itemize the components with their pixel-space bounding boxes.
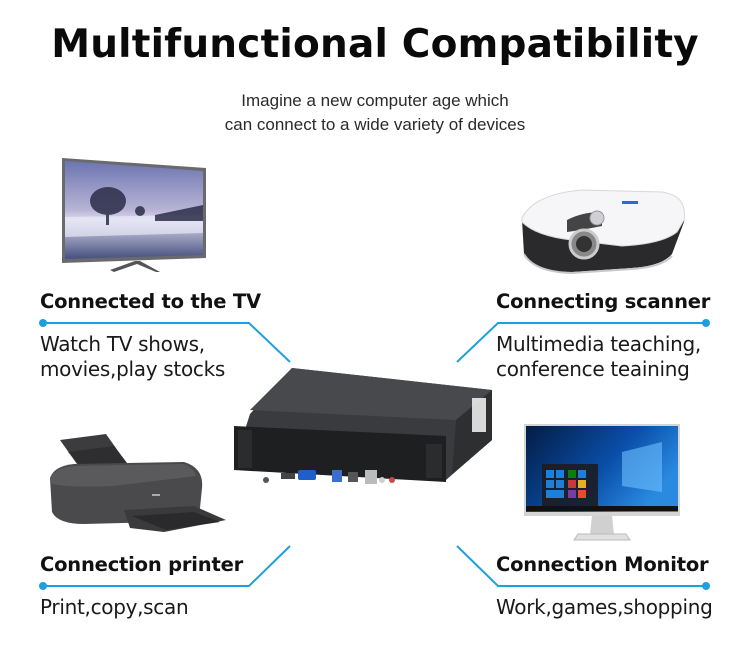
- printer-connector-dot: [39, 582, 47, 590]
- tv-feature-heading: Connected to the TV: [40, 290, 261, 313]
- monitor-description-line-1: Work,games,shopping: [496, 595, 713, 619]
- mini-pc-icon: [234, 368, 492, 484]
- tv-feature-description: Watch TV shows, movies,play stocks: [40, 332, 225, 382]
- scanner-feature-description: Multimedia teaching, conference teaining: [496, 332, 701, 382]
- scanner-description-line-1: Multimedia teaching,: [496, 332, 701, 356]
- scanner-feature-heading: Connecting scanner: [496, 290, 711, 313]
- subtitle-line-2: can connect to a wide variety of devices: [224, 115, 526, 134]
- printer-description-line-1: Print,copy,scan: [40, 595, 189, 619]
- scanner-description-line-2: conference teaining: [496, 357, 690, 381]
- tv-description-line-2: movies,play stocks: [40, 357, 225, 381]
- monitor-feature-description: Work,games,shopping: [496, 595, 713, 620]
- tv-connector-dot: [39, 319, 47, 327]
- monitor-feature-heading: Connection Monitor: [496, 553, 709, 576]
- printer-feature-description: Print,copy,scan: [40, 595, 189, 620]
- scanner-connector-dot: [702, 319, 710, 327]
- subtitle-line-1: Imagine a new computer age which: [241, 91, 509, 110]
- printer-icon: [50, 434, 226, 532]
- page-title: Multifunctional Compatibility: [51, 22, 699, 67]
- monitor-connector-dot: [702, 582, 710, 590]
- monitor-icon: [524, 424, 680, 541]
- projector-icon: [521, 189, 686, 275]
- printer-feature-heading: Connection printer: [40, 553, 244, 576]
- tv-icon: [62, 158, 206, 272]
- tv-description-line-1: Watch TV shows,: [40, 332, 205, 356]
- page-subtitle: Imagine a new computer age which can con…: [0, 89, 750, 137]
